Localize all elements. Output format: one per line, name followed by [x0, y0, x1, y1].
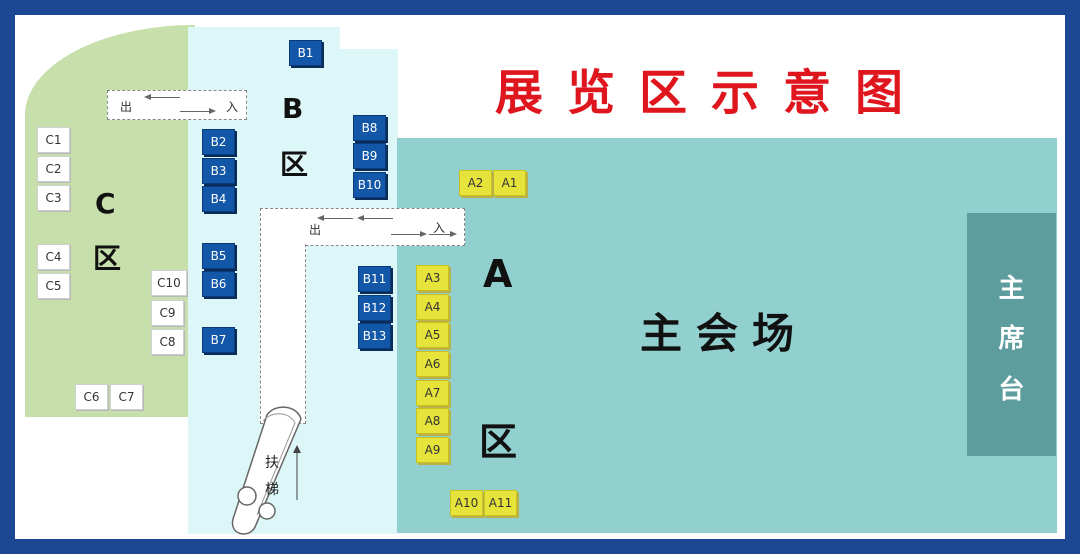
booth-b11[interactable]: B11 [358, 266, 391, 292]
booth-b9[interactable]: B9 [353, 143, 386, 169]
c-corridor-enter-label: 入 [226, 100, 239, 114]
c-exit-arrow-icon [144, 94, 180, 100]
booth-c7[interactable]: C7 [110, 384, 143, 410]
zone-a-suffix: 区 [479, 420, 518, 464]
b-enter-arrow-2-icon [429, 231, 457, 237]
booth-a3[interactable]: A3 [416, 265, 449, 291]
booth-c8[interactable]: C8 [151, 329, 184, 355]
exhibition-map: 主 席 台 展览区示意图 C 区 B 区 A 区 主会场 出 入 出 入 [15, 15, 1065, 539]
booth-a10[interactable]: A10 [450, 490, 483, 516]
zone-b-suffix: 区 [280, 148, 309, 181]
stage-label-3: 台 [998, 375, 1025, 405]
booth-a11[interactable]: A11 [484, 490, 517, 516]
booth-a6[interactable]: A6 [416, 351, 449, 377]
b-corridor-enter-label: 入 [433, 221, 446, 235]
main-hall-label: 主会场 [640, 309, 809, 358]
booth-b10[interactable]: B10 [353, 172, 386, 198]
zone-b-notch [340, 27, 400, 49]
booth-b8[interactable]: B8 [353, 115, 386, 141]
booth-c5[interactable]: C5 [37, 273, 70, 299]
b-zone-corridor-horizontal: 出 入 [260, 208, 465, 246]
booth-c1[interactable]: C1 [37, 127, 70, 153]
booth-a7[interactable]: A7 [416, 380, 449, 406]
booth-a8[interactable]: A8 [416, 408, 449, 434]
booth-a9[interactable]: A9 [416, 437, 449, 463]
booth-c3[interactable]: C3 [37, 185, 70, 211]
booth-a4[interactable]: A4 [416, 294, 449, 320]
b-exit-arrow-1-icon [317, 215, 353, 221]
c-corridor-exit-label: 出 [120, 100, 133, 114]
zone-c-letter: C [95, 187, 116, 220]
booth-a1[interactable]: A1 [493, 170, 526, 196]
main-stage: 主 席 台 [967, 213, 1056, 456]
booth-c2[interactable]: C2 [37, 156, 70, 182]
booth-a2[interactable]: A2 [459, 170, 492, 196]
stage-label-2: 席 [998, 324, 1025, 354]
page-title: 展览区示意图 [495, 65, 928, 121]
zone-a-letter: A [483, 252, 513, 296]
booth-c10[interactable]: C10 [151, 270, 187, 296]
escalator-label-2: 梯 [265, 482, 279, 498]
c-zone-corridor: 出 入 [107, 90, 247, 120]
zone-c-suffix: 区 [93, 242, 122, 275]
booth-b12[interactable]: B12 [358, 295, 391, 321]
b-corridor-exit-label: 出 [309, 223, 322, 237]
zone-c-area [25, 25, 195, 417]
booth-b7[interactable]: B7 [202, 327, 235, 353]
b-enter-arrow-1-icon [391, 231, 427, 237]
booth-a5[interactable]: A5 [416, 322, 449, 348]
booth-c9[interactable]: C9 [151, 300, 184, 326]
booth-b4[interactable]: B4 [202, 186, 235, 212]
escalator-icon [231, 406, 302, 535]
booth-b3[interactable]: B3 [202, 158, 235, 184]
zone-b-letter: B [282, 92, 304, 125]
escalator-label-1: 扶 [265, 455, 279, 471]
booth-b6[interactable]: B6 [202, 271, 235, 297]
booth-b2[interactable]: B2 [202, 129, 235, 155]
booth-b13[interactable]: B13 [358, 323, 391, 349]
booth-c4[interactable]: C4 [37, 244, 70, 270]
b-exit-arrow-2-icon [357, 215, 393, 221]
booth-b1[interactable]: B1 [289, 40, 322, 66]
booth-b5[interactable]: B5 [202, 243, 235, 269]
stage-label-1: 主 [998, 274, 1025, 304]
booth-c6[interactable]: C6 [75, 384, 108, 410]
c-enter-arrow-icon [180, 108, 216, 114]
main-hall-area [397, 138, 1057, 533]
